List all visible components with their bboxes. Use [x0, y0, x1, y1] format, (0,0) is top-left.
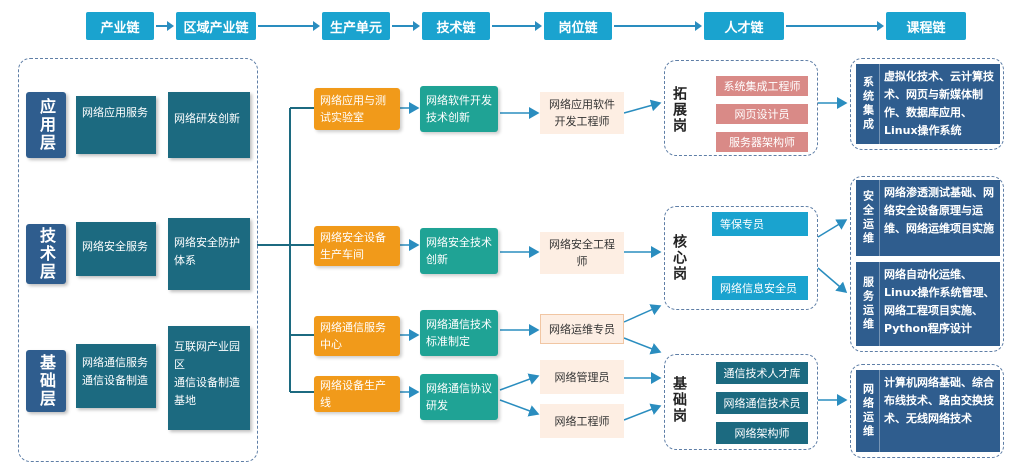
talent-server-architect: 服务器架构师 [716, 132, 808, 152]
unit-equipment-line: 网络设备生产线 [314, 376, 400, 412]
post-ops-specialist: 网络运维专员 [540, 314, 624, 344]
course-text: 网络渗透测试基础、网络安全设备原理与运维、网络运维项目实施 [884, 186, 994, 235]
industry-application-service: 网络应用服务 [76, 96, 156, 154]
talent-expand-label: 拓展岗 [671, 86, 687, 134]
regional-security-system: 网络安全防护体系 [168, 218, 250, 290]
header-arrow [492, 21, 542, 31]
course-security-ops: 安全运维 网络渗透测试基础、网络安全设备原理与运维、网络运维项目实施 [856, 180, 1000, 256]
course-side-label: 服务运维 [856, 262, 880, 346]
post-network-admin: 网络管理员 [540, 360, 624, 394]
talent-comm-pool: 通信技术人才库 [716, 362, 808, 384]
post-security-engineer: 网络安全工程师 [540, 232, 624, 274]
layer-technology: 技术层 [26, 224, 66, 284]
header-production-unit: 生产单元 [322, 12, 390, 40]
industry-communication-service: 网络通信服务 通信设备制造 [76, 344, 156, 408]
layer-application: 应用层 [26, 92, 66, 158]
course-system-integration: 系统集成 虚拟化技术、云计算技术、网页与新媒体制作、数据库应用、Linux操作系… [856, 64, 1000, 144]
regional-network-rd: 网络研发创新 [168, 92, 250, 158]
course-side-label: 系统集成 [856, 64, 880, 144]
header-arrow [258, 21, 320, 31]
course-service-ops: 服务运维 网络自动化运维、Linux操作系统管理、网络工程项目实施、Python… [856, 262, 1000, 346]
course-text: 计算机网络基础、综合布线技术、路由交换技术、无线网络技术 [884, 376, 994, 425]
unit-app-test-lab: 网络应用与测试实验室 [314, 88, 400, 130]
industry-security-service: 网络安全服务 [76, 222, 156, 276]
header-regional-chain: 区域产业链 [176, 12, 256, 40]
course-side-label: 网络运维 [856, 370, 880, 452]
tech-security-innovation: 网络安全技术创新 [420, 228, 498, 274]
tech-software-dev: 网络软件开发技术创新 [420, 86, 498, 132]
talent-infosec-officer: 网络信息安全员 [712, 276, 808, 300]
post-app-developer: 网络应用软件开发工程师 [540, 92, 624, 134]
header-arrow [614, 21, 702, 31]
talent-web-designer: 网页设计员 [716, 104, 808, 124]
tech-standard-setting: 网络通信技术标准制定 [420, 310, 498, 356]
header-tech-chain: 技术链 [422, 12, 490, 40]
header-talent-chain: 人才链 [704, 12, 784, 40]
course-text: 虚拟化技术、云计算技术、网页与新媒体制作、数据库应用、Linux操作系统 [884, 70, 994, 137]
course-text: 网络自动化运维、Linux操作系统管理、网络工程项目实施、Python程序设计 [884, 268, 995, 335]
talent-base-group [664, 354, 818, 450]
course-group-1 [850, 58, 1004, 150]
header-arrow [156, 21, 174, 31]
course-group-3 [850, 364, 1004, 458]
header-post-chain: 岗位链 [544, 12, 612, 40]
talent-compliance-specialist: 等保专员 [712, 212, 808, 236]
header-arrow [392, 21, 420, 31]
industry-group [18, 58, 258, 462]
talent-system-integrator: 系统集成工程师 [716, 76, 808, 96]
unit-communication-center: 网络通信服务中心 [314, 316, 400, 356]
header-course-chain: 课程链 [886, 12, 966, 40]
course-side-label: 安全运维 [856, 180, 880, 256]
header-arrow [786, 21, 884, 31]
header-industry-chain: 产业链 [86, 12, 154, 40]
layer-foundation: 基础层 [26, 350, 66, 412]
course-network-ops: 网络运维 计算机网络基础、综合布线技术、路由交换技术、无线网络技术 [856, 370, 1000, 452]
talent-core-group [664, 206, 818, 310]
talent-base-label: 基础岗 [671, 376, 687, 424]
talent-network-architect: 网络架构师 [716, 422, 808, 444]
talent-core-label: 核心岗 [671, 234, 687, 282]
unit-security-workshop: 网络安全设备生产车间 [314, 226, 400, 266]
talent-comm-technician: 网络通信技术员 [716, 392, 808, 414]
post-network-engineer: 网络工程师 [540, 404, 624, 438]
tech-protocol-rd: 网络通信协议研发 [420, 374, 498, 420]
course-group-2 [850, 176, 1004, 352]
talent-expand-group [664, 60, 818, 156]
regional-industrial-park: 互联网产业园区 通信设备制造基地 [168, 326, 250, 430]
